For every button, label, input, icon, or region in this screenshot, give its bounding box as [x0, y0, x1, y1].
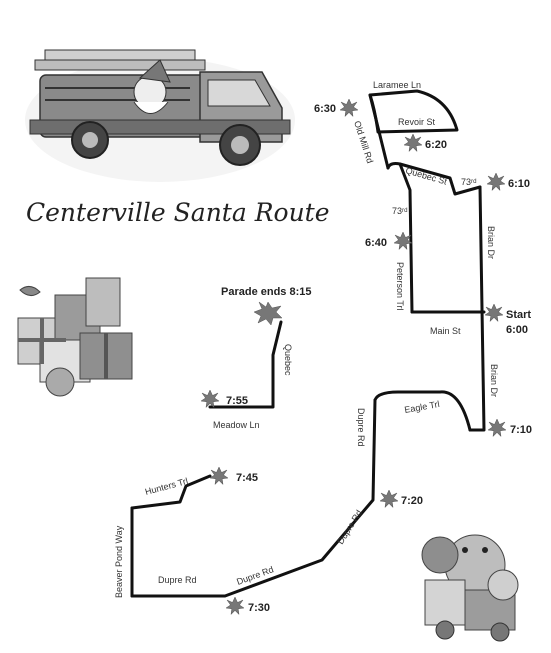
- street-beaver-pond: Beaver Pond Way: [114, 525, 124, 598]
- stop-time-755: 7:55: [226, 395, 248, 407]
- stop-time-720: 7:20: [401, 495, 423, 507]
- stop-time-640: 6:40: [365, 237, 387, 249]
- toys-illustration: [421, 534, 519, 642]
- road-quebec-73rd: [386, 162, 482, 196]
- road-old-mill: [368, 93, 390, 170]
- street-dupre-upper: Dupre Rd: [356, 408, 366, 447]
- road-73rd: [398, 162, 414, 314]
- stop-start-time: 6:00: [506, 324, 528, 336]
- street-brian-top: Brian Dr: [486, 226, 496, 259]
- road-dupre: [130, 398, 377, 598]
- road-meadow-quebec: [208, 320, 283, 409]
- star-marker-icon: [225, 596, 245, 615]
- star-marker-icon: [200, 389, 220, 408]
- gift-boxes-illustration: [17, 277, 133, 397]
- star-marker-icon: [339, 98, 359, 117]
- street-peterson: Peterson Trl: [395, 262, 405, 311]
- road-eagle: [373, 390, 472, 432]
- street-brian-bottom: Brian Dr: [489, 364, 499, 397]
- star-marker-icon: [484, 303, 504, 322]
- stop-time-710: 7:10: [510, 424, 532, 436]
- star-marker-icon: [486, 172, 506, 191]
- street-quebec: Quebec St: [404, 165, 448, 186]
- stop-time-630: 6:30: [314, 103, 336, 115]
- star-marker-icon: [209, 466, 229, 485]
- stop-time-610: 6:10: [508, 178, 530, 190]
- street-old-mill: Old Mill Rd: [352, 120, 375, 165]
- stop-start-label: Start: [506, 309, 531, 321]
- street-73rd-mid: 73ʳᵈ: [392, 206, 408, 216]
- street-main: Main St: [430, 326, 461, 336]
- street-dupre-bottom: Dupre Rd: [158, 575, 197, 585]
- parade-end-label: Parade ends 8:15: [221, 286, 312, 298]
- stop-time-745: 7:45: [236, 472, 258, 484]
- fire-truck-santa-illustration: [25, 49, 295, 182]
- street-revoir: Revoir St: [398, 117, 436, 127]
- street-73rd-top: 73ʳᵈ: [461, 177, 477, 187]
- star-marker-icon: [403, 133, 423, 152]
- street-laramee: Laramee Ln: [373, 80, 421, 90]
- star-marker-icon: [379, 489, 399, 508]
- burst-icon: [253, 301, 283, 326]
- stop-time-620: 6:20: [425, 139, 447, 151]
- roads: [130, 89, 486, 598]
- street-dupre-mid: Dupre Rd: [335, 508, 364, 546]
- street-quebec-left: Quebec: [283, 344, 293, 376]
- star-marker-icon: [487, 418, 507, 437]
- street-eagle: Eagle Trl: [404, 399, 441, 415]
- road-hunters: [130, 474, 212, 510]
- street-meadow: Meadow Ln: [213, 420, 260, 430]
- stop-time-730: 7:30: [248, 602, 270, 614]
- road-brian: [468, 185, 486, 432]
- map-title: Centerville Santa Route: [26, 198, 330, 227]
